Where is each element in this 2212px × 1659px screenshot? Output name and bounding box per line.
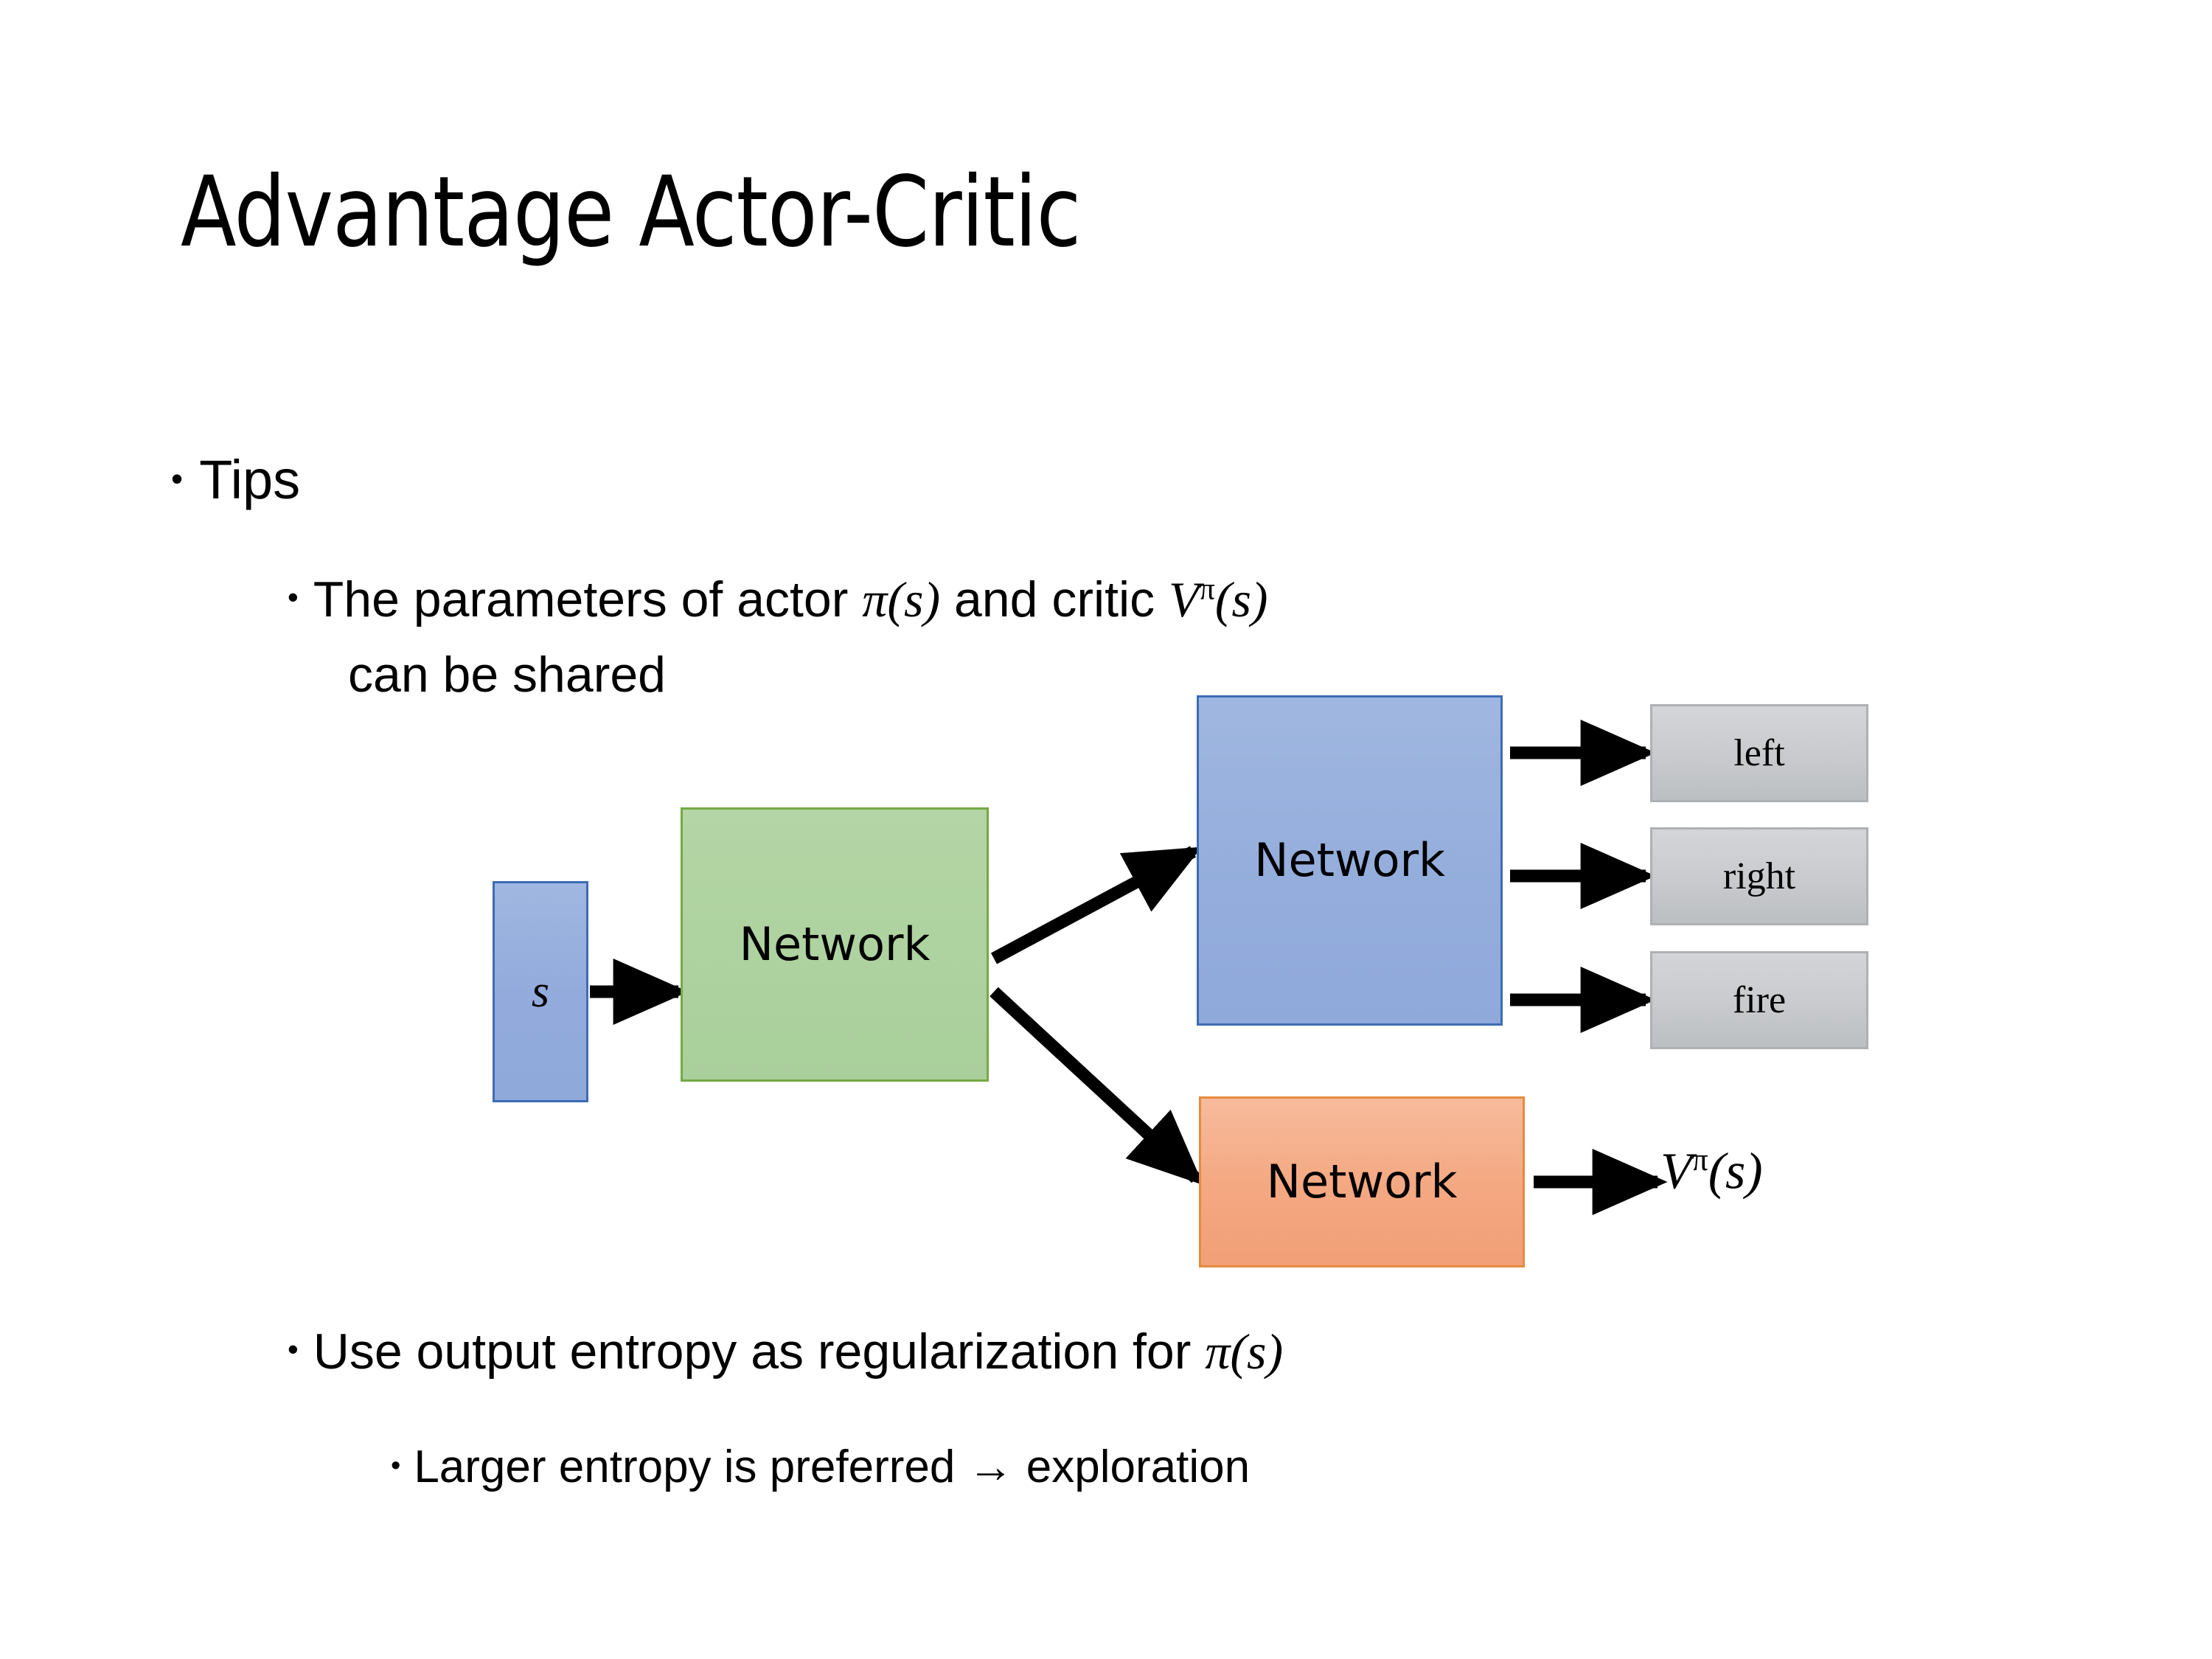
exploration-text: Larger entropy is preferred → exploratio… bbox=[414, 1441, 1251, 1492]
shared-network-box[interactable]: Network bbox=[681, 807, 989, 1082]
bullet-dot-icon: • bbox=[391, 1450, 401, 1481]
entropy-pre-text: Use output entropy as regularization for bbox=[313, 1324, 1206, 1380]
value-output-math: Vπ(s) bbox=[1660, 1141, 1763, 1201]
page-title: Advantage Actor-Critic bbox=[181, 156, 1081, 269]
value-output-argument: (s) bbox=[1708, 1143, 1763, 1200]
shared-network-label: Network bbox=[739, 917, 931, 971]
state-input-box[interactable]: s bbox=[493, 881, 588, 1102]
arrow-shared-to-critic bbox=[990, 987, 1203, 1186]
bullet-dot-icon: • bbox=[288, 580, 299, 614]
shared-params-line2-text: can be shared bbox=[348, 647, 666, 703]
bullet-shared-params-text: The parameters of actor π(s) and critic … bbox=[313, 571, 1268, 627]
action-output-left-label: left bbox=[1733, 731, 1785, 774]
critic-value-argument: (s) bbox=[1214, 571, 1268, 627]
bullet-tips: • Tips bbox=[171, 449, 301, 511]
critic-value-superscript: π bbox=[1199, 571, 1215, 607]
entropy-text: Use output entropy as regularization for… bbox=[313, 1324, 1283, 1380]
bullet-exploration: • Larger entropy is preferred → explorat… bbox=[391, 1441, 1250, 1492]
action-output-fire[interactable]: fire bbox=[1650, 951, 1868, 1049]
action-output-fire-label: fire bbox=[1732, 978, 1787, 1021]
actor-network-label: Network bbox=[1254, 833, 1445, 887]
actor-network-box[interactable]: Network bbox=[1197, 695, 1503, 1026]
bullet-shared-params-line2: can be shared bbox=[348, 647, 666, 703]
bullet-entropy-regularization: • Use output entropy as regularization f… bbox=[288, 1324, 1283, 1380]
shared-params-mid-text: and critic bbox=[940, 571, 1169, 627]
action-output-left[interactable]: left bbox=[1650, 704, 1868, 802]
action-output-right-label: right bbox=[1722, 855, 1796, 897]
bullet-tips-label: Tips bbox=[199, 449, 301, 510]
shared-params-pre-text: The parameters of actor bbox=[313, 571, 863, 627]
action-output-right[interactable]: right bbox=[1650, 827, 1868, 925]
critic-network-label: Network bbox=[1266, 1155, 1458, 1208]
entropy-policy-math: π(s) bbox=[1205, 1324, 1284, 1380]
critic-value-base: V bbox=[1168, 571, 1200, 627]
bullet-dot-icon: • bbox=[288, 1332, 299, 1366]
bullet-dot-icon: • bbox=[171, 459, 184, 498]
arrow-shared-to-actor bbox=[990, 846, 1202, 964]
critic-network-box[interactable]: Network bbox=[1199, 1096, 1525, 1267]
critic-value-math: Vπ(s) bbox=[1169, 571, 1268, 627]
actor-policy-math: π(s) bbox=[862, 571, 941, 627]
bullet-shared-params-line1: • The parameters of actor π(s) and criti… bbox=[288, 571, 1268, 627]
value-output-base: V bbox=[1660, 1143, 1692, 1200]
state-symbol-label: s bbox=[531, 966, 550, 1017]
value-output-superscript: π bbox=[1691, 1142, 1708, 1178]
